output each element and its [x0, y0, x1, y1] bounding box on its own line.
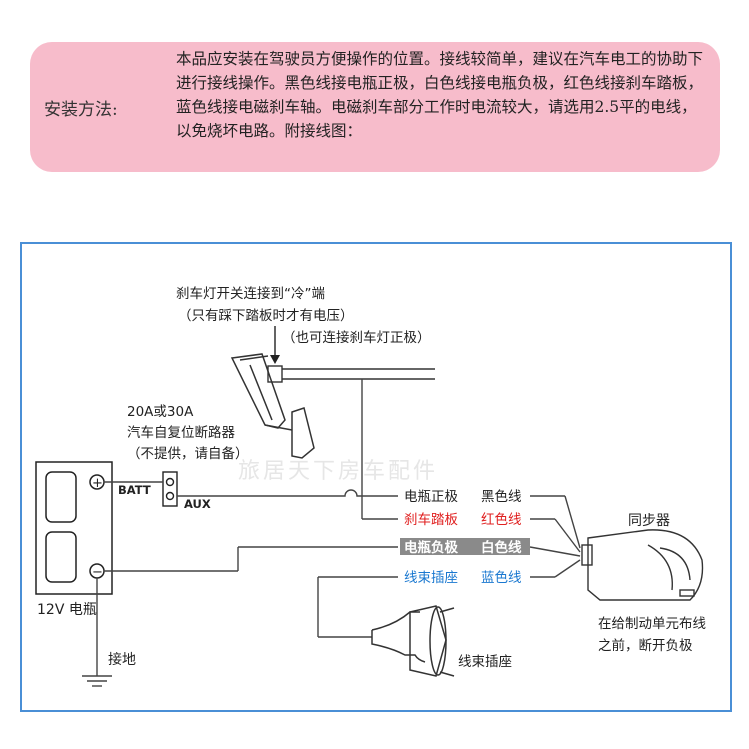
wire-harness-label: 线束插座: [404, 570, 458, 586]
install-banner: [30, 42, 720, 172]
wire-positive-color: 黑色线: [481, 488, 522, 505]
watermark: 旅居天下房车配件: [238, 459, 438, 484]
disconnect-note-line2: 之前，断开负极: [598, 637, 693, 654]
circuit-breaker-icon: [162, 471, 178, 507]
harness-socket-label: 线束插座: [458, 654, 512, 670]
brake-switch: [267, 365, 435, 383]
battery-plus-sign: +: [92, 476, 103, 491]
wire-brake-color: 红色线: [481, 511, 522, 528]
breaker-label: 汽车自复位断路器: [127, 424, 235, 441]
synchronizer-label: 同步器: [628, 513, 670, 529]
brake-pedal-icon: [230, 353, 315, 459]
battery-label: 12V 电瓶: [37, 602, 97, 618]
brake-switch-note: （只有踩下踏板时才有电压）: [178, 308, 354, 324]
synchronizer-icon: [581, 529, 704, 601]
install-method-label: 安装方法:: [44, 100, 118, 120]
wiring-lines: [82, 379, 581, 687]
harness-socket-icon: [371, 605, 455, 677]
ground-label: 接地: [108, 651, 136, 668]
wire-harness-color: 蓝色线: [481, 569, 522, 586]
install-instructions: 本品应安装在驾驶员方便操作的位置。接线较简单，建议在汽车电工的协助下进行接线操作…: [176, 50, 704, 140]
wire-negative-label: 电瓶负极: [404, 539, 458, 556]
disconnect-note-line1: 在给制动单元布线: [598, 616, 706, 632]
wiring-diagram-frame: [20, 242, 732, 712]
wire-negative-color: 白色线: [481, 539, 522, 556]
wire-brake-label: 刹车踏板: [404, 511, 458, 528]
battery-icon: [35, 461, 113, 595]
wire-positive-label: 电瓶正极: [404, 489, 458, 505]
wire-negative-label-bg: [400, 538, 530, 555]
breaker-aux-label: AUX: [184, 497, 211, 511]
brake-switch-label: 刹车灯开关连接到“冷”端: [176, 285, 325, 302]
breaker-rating: 20A或30A: [127, 404, 194, 420]
brake-light-note: （也可连接刹车灯正极）: [282, 329, 431, 346]
arrow-down-icon: [270, 326, 280, 364]
breaker-batt-label: BATT: [118, 483, 151, 497]
breaker-note: （不提供，请自备）: [127, 445, 249, 462]
battery-minus-sign: −: [92, 565, 103, 580]
